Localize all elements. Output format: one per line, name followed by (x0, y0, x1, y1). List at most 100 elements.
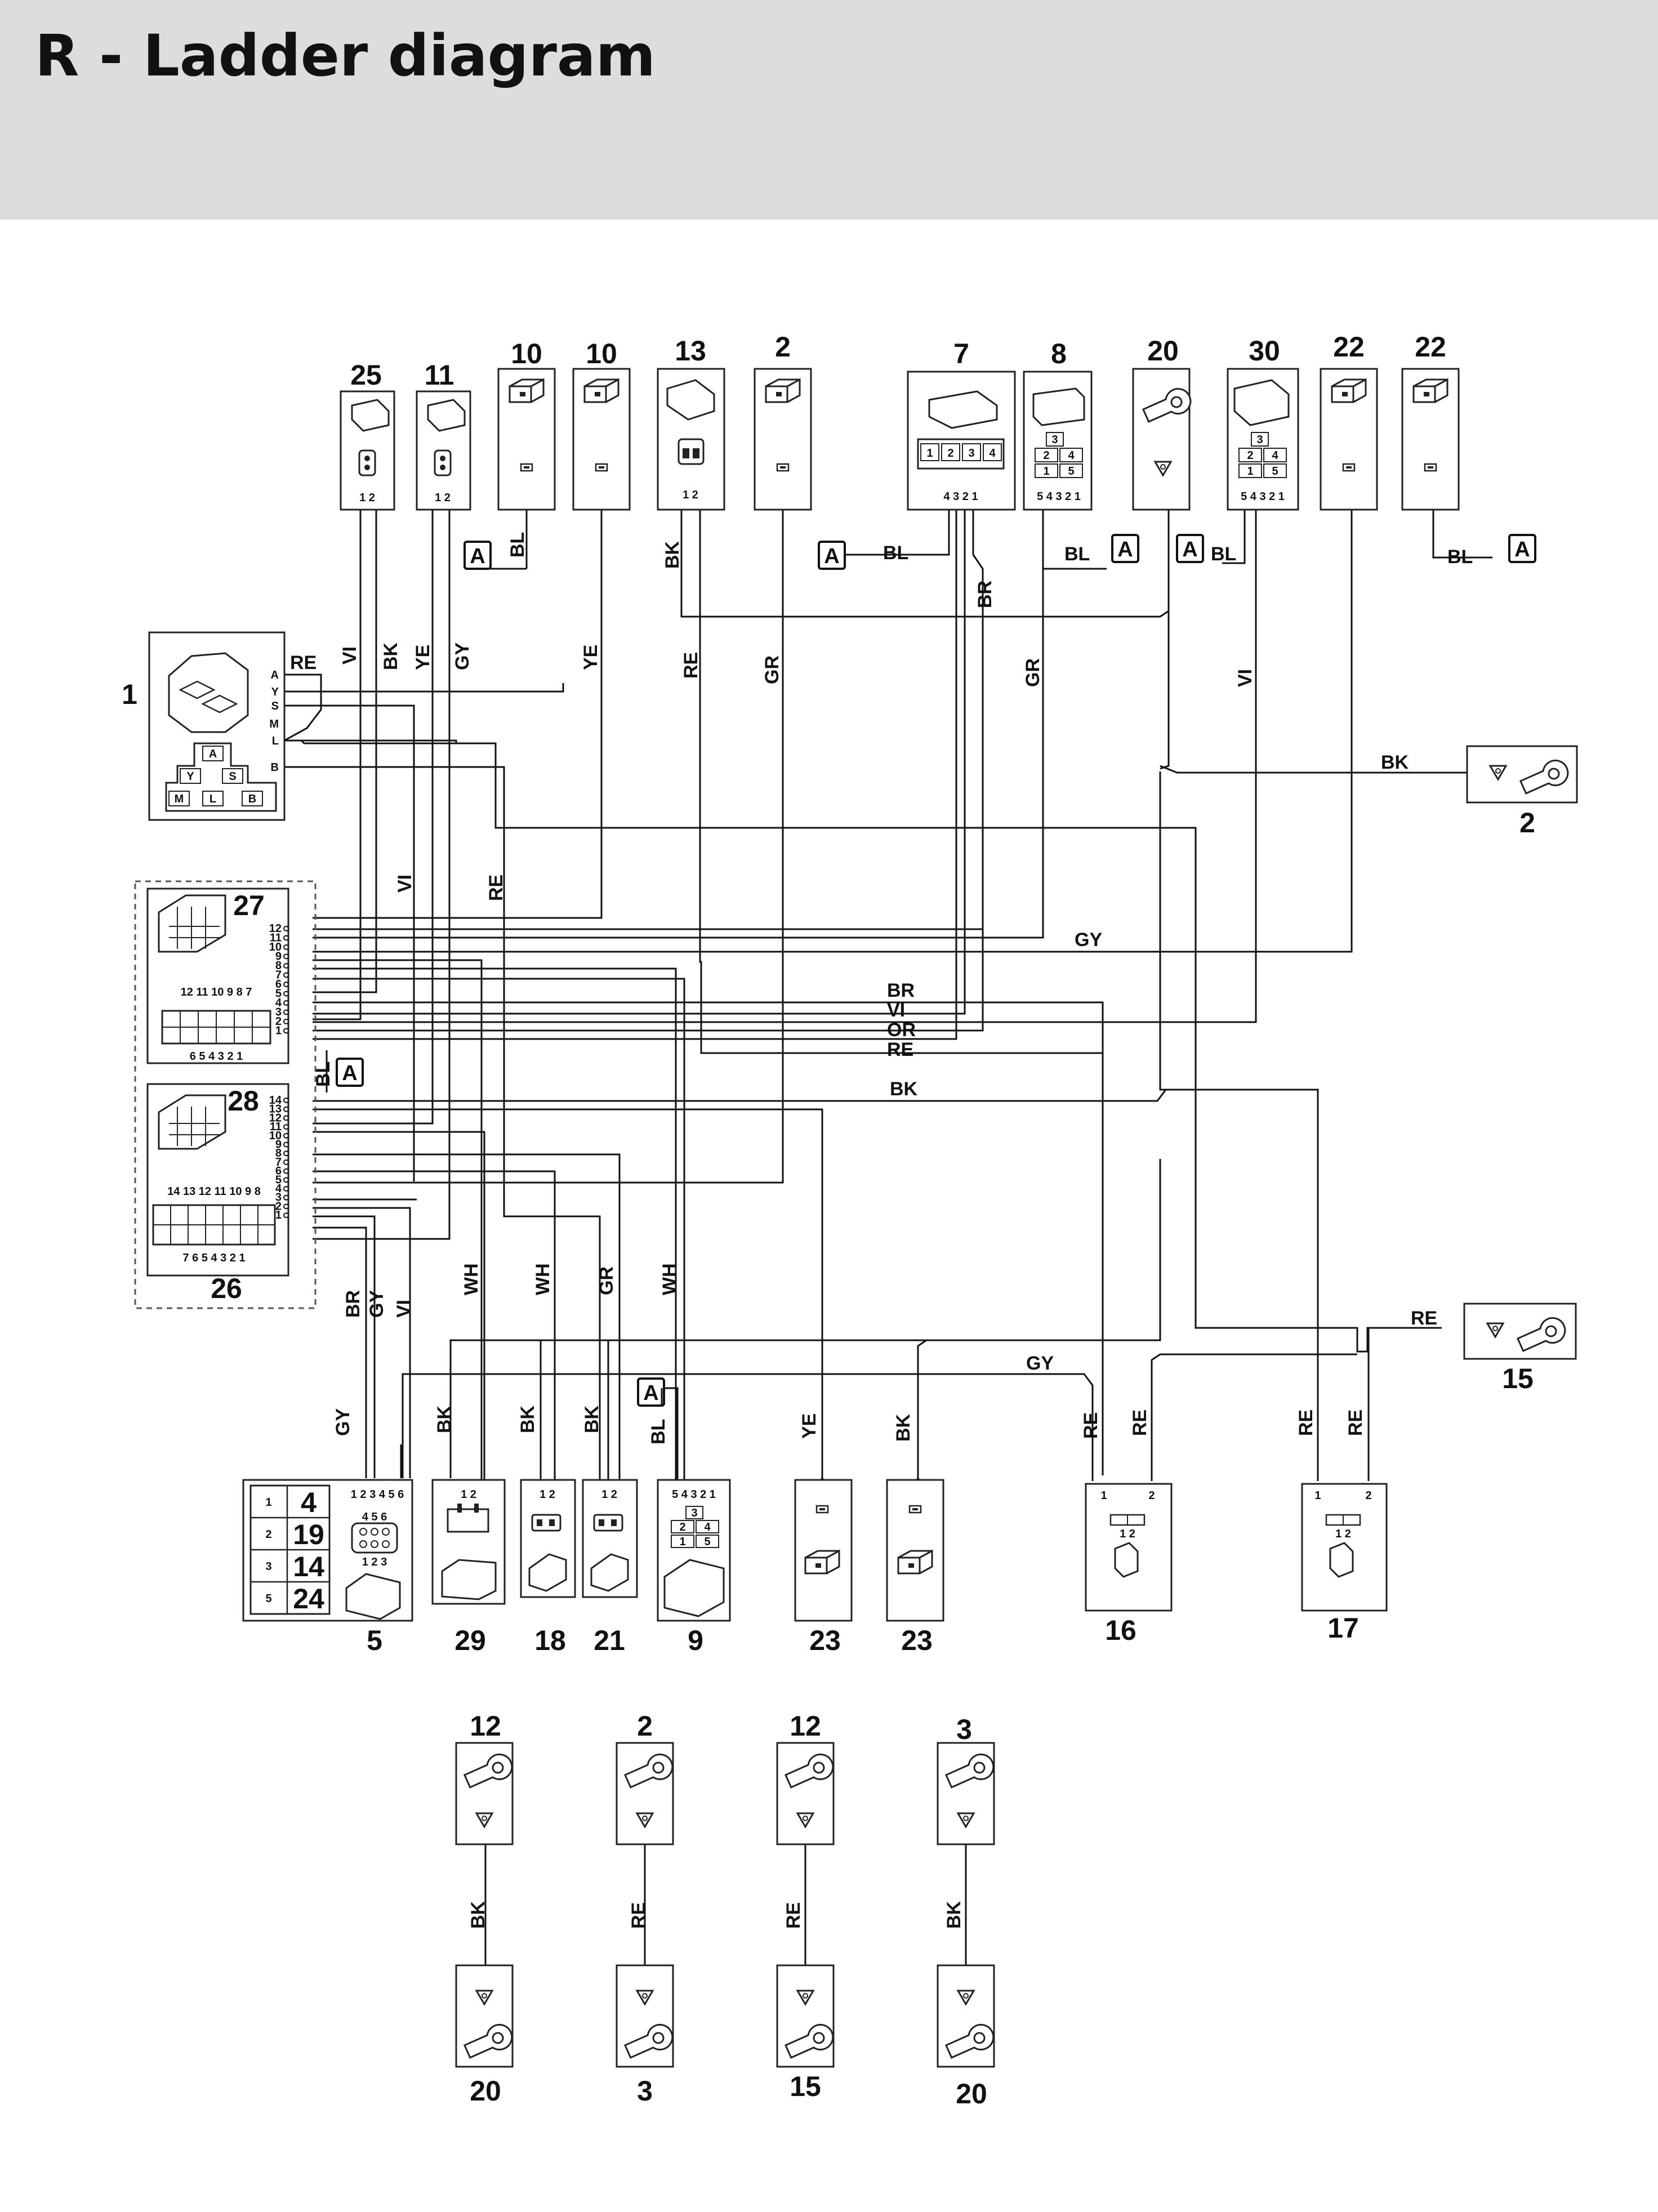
component-18: 1 2 18 (520, 1479, 576, 1656)
component-5-row3-val: 14 (293, 1551, 324, 1582)
pin-dot (283, 1115, 289, 1121)
component-15-number: 15 (1502, 1363, 1534, 1394)
wire-label: VI (339, 646, 360, 665)
ground-pair-2: 2 3 (616, 1710, 678, 2107)
component-5-row2-val: 19 (293, 1519, 324, 1550)
component-2-top-number: 2 (775, 331, 791, 363)
component-1-pin-L: L (272, 735, 279, 747)
ground-15-number: 15 (790, 2071, 821, 2102)
component-1-cell-A: A (209, 748, 217, 760)
svg-text:A: A (643, 1381, 658, 1405)
pin-number: 9 (275, 951, 282, 963)
pin-dot (283, 1150, 289, 1157)
pin-number: 10 (269, 1130, 282, 1142)
component-29: 1 2 29 (431, 1479, 506, 1656)
component-1-cell-S: S (229, 770, 236, 783)
component-7-cell-4: 4 (989, 447, 996, 460)
wire-label: BK (1381, 752, 1409, 773)
ground-mark-a5: A (1508, 534, 1536, 563)
component-16-pin-1: 1 (1100, 1489, 1107, 1502)
component-11-pins: 1 2 (435, 492, 451, 504)
ground-mark-a4: A (1176, 534, 1204, 563)
component-8-number: 8 (1051, 338, 1067, 369)
component-22a-number: 22 (1333, 331, 1365, 363)
component-27-inner-bottom: 6 5 4 3 2 1 (190, 1050, 243, 1063)
wire-label: BL (507, 532, 528, 558)
wire-label: VI (1234, 669, 1256, 687)
component-26-number: 26 (211, 1273, 242, 1304)
component-10a-number: 10 (511, 338, 542, 369)
wire-label: RE (1411, 1308, 1437, 1329)
wire-label: YE (580, 645, 601, 670)
component-28: 14 13 12 11 10 9 8 7 6 5 4 3 2 1 28 (146, 1083, 289, 1277)
pin-dot (283, 926, 289, 931)
wire-label: BR (342, 1290, 364, 1318)
page-header: R - Ladder diagram (0, 0, 1658, 220)
ground-20b-number: 20 (956, 2078, 987, 2110)
pin-number: 8 (275, 1147, 282, 1159)
pin-dot (283, 1177, 289, 1183)
pin-number: 8 (275, 960, 282, 972)
pin-number: 7 (275, 1156, 282, 1169)
component-2-top: 2 (754, 331, 812, 511)
wire-label: OR (887, 1019, 916, 1041)
component-1-cell-M: M (175, 793, 184, 805)
component-1: A Y S M L B A Y S M L B 1 (122, 631, 286, 821)
component-13-number: 13 (675, 335, 706, 367)
component-30-cell-5: 5 (1272, 465, 1278, 478)
component-16-pin-2: 2 (1148, 1489, 1155, 1502)
component-5-pins: 1 2 3 4 5 6 (351, 1488, 404, 1501)
pin-dot (283, 982, 289, 987)
wire-label: BK (662, 541, 683, 569)
component-22b-number: 22 (1415, 331, 1446, 363)
pin-dot (283, 1141, 289, 1148)
wire-label: WH (461, 1263, 482, 1295)
wire-label: VI (887, 1000, 905, 1021)
component-23a-number: 23 (809, 1625, 841, 1656)
component-1-pin-M: M (269, 718, 279, 730)
component-17-pin-1: 1 (1314, 1489, 1321, 1502)
wire-label: RE (783, 1902, 804, 1929)
wire-label: YE (799, 1413, 820, 1439)
wire-label: GY (452, 643, 473, 670)
component-23b: 23 (886, 1479, 944, 1656)
component-10b-number: 10 (586, 338, 617, 369)
wire-label: VI (393, 1300, 414, 1318)
wire-label: BL (883, 542, 908, 564)
ground-pair-4: 3 20 (937, 1714, 999, 2110)
pin-dot (283, 1212, 289, 1219)
component-7-pins: 4 3 2 1 (943, 490, 978, 503)
pin-dot (283, 991, 289, 997)
component-30: 3 2 4 1 5 30 5 4 3 2 1 (1227, 335, 1299, 511)
ground-20-number: 20 (470, 2075, 501, 2107)
pin-number: 12 (269, 1112, 282, 1124)
pin-number: 13 (269, 1103, 282, 1116)
wire-label: WH (659, 1263, 680, 1295)
pin-dot (283, 963, 289, 969)
component-29-number: 29 (454, 1625, 486, 1656)
component-9: 3 2 4 1 5 5 4 3 2 1 9 (657, 1479, 731, 1656)
component-9-cell-5: 5 (704, 1536, 710, 1548)
component-21-pins: 1 2 (601, 1488, 617, 1501)
pin-dot (283, 1203, 289, 1210)
component-15: 15 (1463, 1303, 1577, 1394)
wire-label: RE (1345, 1410, 1366, 1436)
component-8-pins: 5 4 3 2 1 (1037, 490, 1081, 503)
component-27-number: 27 (233, 890, 265, 921)
component-30-pins: 5 4 3 2 1 (1241, 490, 1285, 503)
wire-label: BK (893, 1413, 914, 1442)
page-title: R - Ladder diagram (35, 23, 656, 90)
pin-number: 11 (270, 1121, 282, 1133)
component-5-row3-num: 3 (265, 1560, 271, 1573)
wire-label: GR (761, 655, 783, 684)
component-9-cell-4: 4 (704, 1521, 711, 1533)
ground-pair-3: 12 15 (776, 1710, 838, 2102)
ground-marks: A A A A A A A (336, 534, 1536, 1407)
wire-label: GY (1026, 1353, 1054, 1374)
component-2-right: 2 (1466, 745, 1578, 839)
wire-label: WH (532, 1263, 554, 1295)
component-20-top-number: 20 (1147, 335, 1179, 367)
component-5-number: 5 (367, 1625, 382, 1656)
component-18-pins: 1 2 (540, 1488, 555, 1501)
component-5-row2-num: 2 (265, 1528, 271, 1541)
